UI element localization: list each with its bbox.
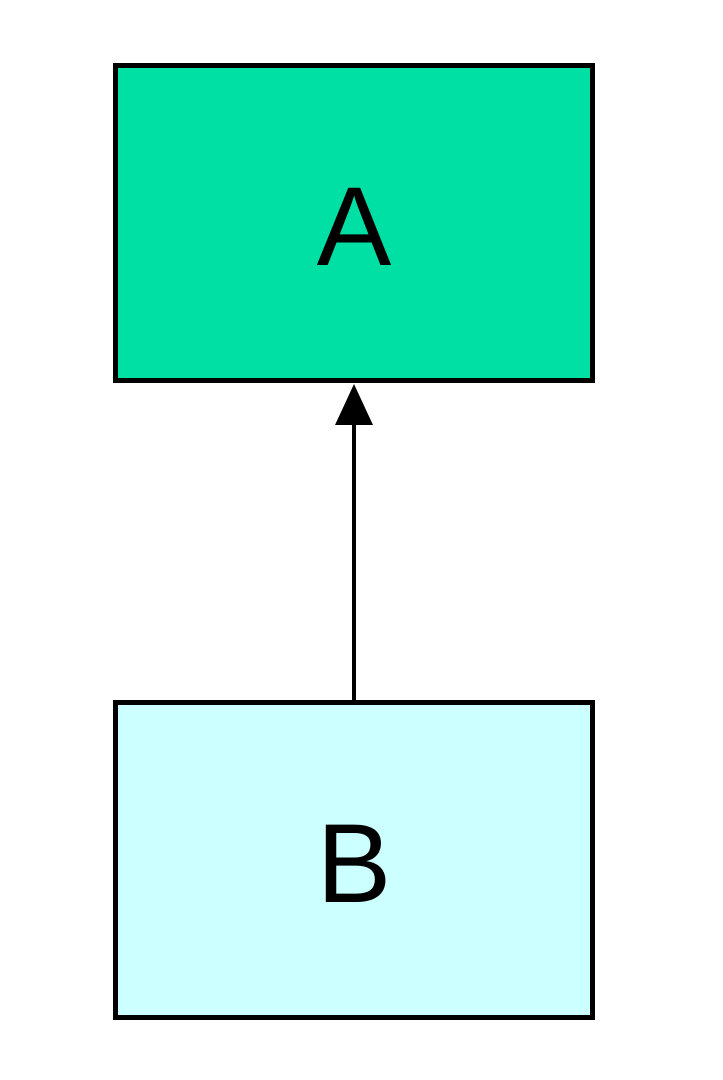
node-b: B — [113, 700, 595, 1020]
arrowhead-icon — [335, 384, 373, 425]
node-a-label: A — [316, 164, 392, 289]
node-b-label: B — [316, 801, 392, 926]
node-a: A — [113, 63, 595, 383]
